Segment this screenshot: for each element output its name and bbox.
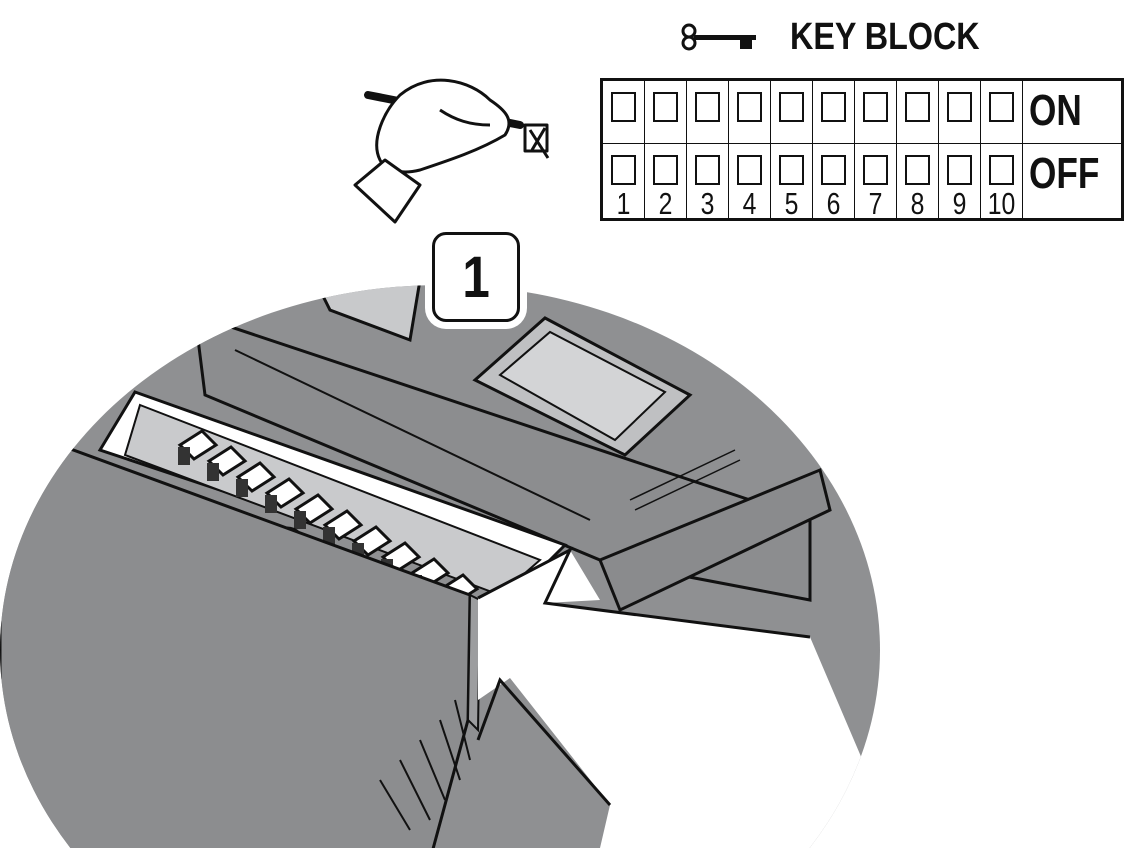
switch-number: 4 bbox=[742, 186, 757, 221]
dip-switches bbox=[177, 429, 480, 609]
off-checkbox[interactable] bbox=[863, 155, 888, 185]
switch-number: 7 bbox=[868, 186, 883, 221]
off-checkbox[interactable] bbox=[905, 155, 930, 185]
dip-switch-lever bbox=[178, 447, 190, 465]
on-checkbox-cell bbox=[896, 79, 939, 144]
on-checkbox-cell bbox=[812, 79, 855, 144]
off-label: OFF bbox=[1029, 149, 1100, 198]
on-checkbox[interactable] bbox=[863, 92, 888, 122]
device-closeup bbox=[0, 285, 880, 848]
off-checkbox-cell: 1 bbox=[601, 143, 645, 221]
key-icon bbox=[681, 23, 756, 51]
on-checkbox-cell bbox=[644, 79, 687, 144]
on-checkbox[interactable] bbox=[947, 92, 972, 122]
off-checkbox[interactable] bbox=[653, 155, 678, 185]
on-checkbox-cell bbox=[601, 79, 645, 144]
key-block-title: KEY BLOCK bbox=[790, 15, 980, 58]
off-checkbox-cell: 2 bbox=[644, 143, 687, 221]
off-checkbox-cell: 6 bbox=[812, 143, 855, 221]
switch-number: 8 bbox=[910, 186, 925, 221]
off-label-cell: OFF bbox=[1022, 143, 1123, 220]
off-checkbox-cell: 4 bbox=[728, 143, 771, 221]
off-checkbox-cell: 10 bbox=[980, 143, 1023, 221]
on-checkbox[interactable] bbox=[611, 92, 636, 122]
off-checkbox-cell: 3 bbox=[686, 143, 729, 221]
on-checkbox[interactable] bbox=[737, 92, 762, 122]
hand-marking-icon bbox=[353, 78, 550, 224]
key-block-header: KEY BLOCK bbox=[680, 12, 1013, 62]
off-checkbox-cell: 9 bbox=[938, 143, 981, 221]
off-checkbox[interactable] bbox=[947, 155, 972, 185]
switch-number: 2 bbox=[658, 186, 673, 221]
on-checkbox[interactable] bbox=[821, 92, 846, 122]
on-checkbox[interactable] bbox=[779, 92, 804, 122]
dip-switch-lever bbox=[207, 463, 219, 481]
off-checkbox[interactable] bbox=[737, 155, 762, 185]
off-checkbox[interactable] bbox=[779, 155, 804, 185]
on-checkbox[interactable] bbox=[989, 92, 1014, 122]
on-checkbox-cell bbox=[686, 79, 729, 144]
off-checkbox[interactable] bbox=[611, 155, 636, 185]
switch-number: 6 bbox=[826, 186, 841, 221]
off-checkbox[interactable] bbox=[989, 155, 1014, 185]
on-checkbox-cell bbox=[854, 79, 897, 144]
dip-switch-lever bbox=[323, 527, 335, 545]
on-label: ON bbox=[1029, 86, 1082, 135]
on-checkbox-cell bbox=[980, 79, 1023, 144]
dip-switch-lever bbox=[265, 495, 277, 513]
on-checkbox[interactable] bbox=[905, 92, 930, 122]
step-badge: 1 bbox=[432, 232, 520, 322]
on-checkbox[interactable] bbox=[653, 92, 678, 122]
off-checkbox[interactable] bbox=[695, 155, 720, 185]
pointer-arrow bbox=[478, 550, 880, 848]
off-checkbox[interactable] bbox=[821, 155, 846, 185]
on-checkbox[interactable] bbox=[695, 92, 720, 122]
on-label-cell: ON bbox=[1022, 79, 1123, 144]
off-checkbox-cell: 5 bbox=[770, 143, 813, 221]
switch-number: 3 bbox=[700, 186, 715, 221]
off-checkbox-cell: 7 bbox=[854, 143, 897, 221]
switch-number: 9 bbox=[952, 186, 967, 221]
step-number: 1 bbox=[462, 244, 490, 310]
off-checkbox-cell: 8 bbox=[896, 143, 939, 221]
on-checkbox-cell bbox=[770, 79, 813, 144]
switch-number: 10 bbox=[987, 186, 1016, 221]
on-checkbox-cell bbox=[728, 79, 771, 144]
switch-number: 1 bbox=[616, 186, 631, 221]
dip-switch-lever bbox=[236, 479, 248, 497]
on-checkbox-cell bbox=[938, 79, 981, 144]
switch-number: 5 bbox=[784, 186, 799, 221]
dip-switch-lever bbox=[294, 511, 306, 529]
on-row: ON bbox=[601, 79, 1123, 144]
